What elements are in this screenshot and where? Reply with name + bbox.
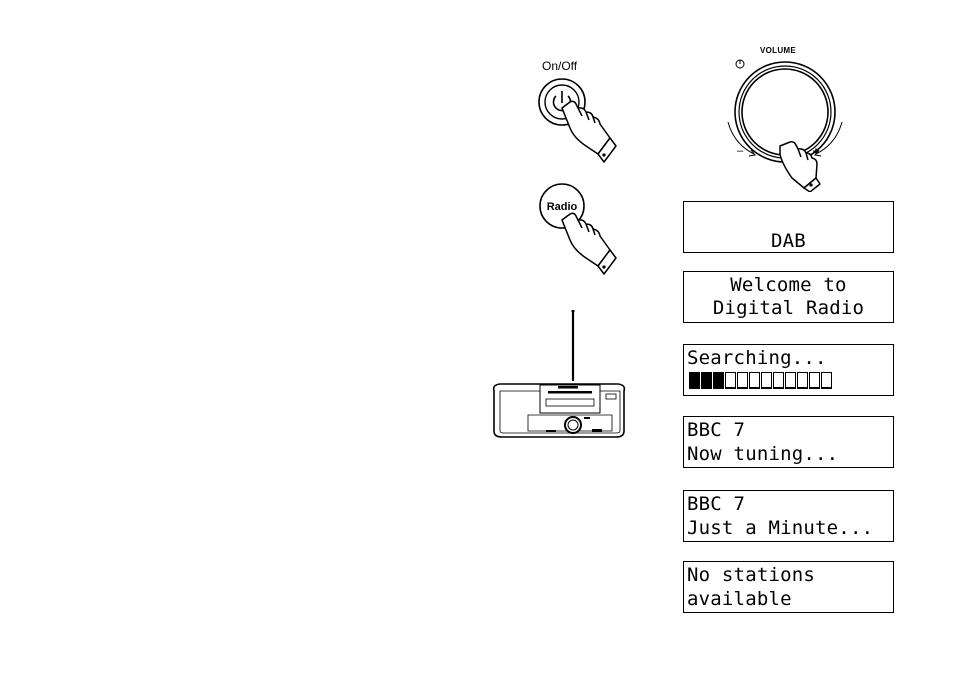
lcd-line-1: Welcome to — [687, 274, 890, 296]
search-progress-bar — [689, 372, 832, 389]
lcd-screen-no-stations: No stations available — [683, 561, 894, 613]
radio-button-label: Radio — [547, 201, 578, 213]
power-icon — [736, 60, 744, 68]
progress-cell-empty — [761, 372, 772, 389]
progress-cell-filled — [713, 372, 724, 389]
lcd-screen-just-a-minute: BBC 7 Just a Minute... — [683, 490, 894, 542]
lcd-line-2: available — [687, 588, 890, 610]
progress-cell-empty — [749, 372, 760, 389]
lcd-line-2: Just a Minute... — [687, 517, 890, 539]
lcd-line-1: BBC 7 — [687, 419, 890, 441]
progress-cell-empty — [821, 372, 832, 389]
radio-device-illustration — [488, 305, 630, 445]
progress-cell-filled — [689, 372, 700, 389]
on-off-label: On/Off — [542, 59, 577, 73]
progress-cell-filled — [701, 372, 712, 389]
on-off-button-illustration[interactable] — [530, 72, 630, 172]
lcd-line-1: BBC 7 — [687, 493, 890, 515]
volume-minus-label: – — [737, 145, 744, 157]
lcd-line-1: No stations — [687, 564, 890, 586]
lcd-screen-welcome: Welcome to Digital Radio — [683, 271, 894, 323]
lcd-screen-now-tuning: BBC 7 Now tuning... — [683, 416, 894, 468]
lcd-line-1: Searching... — [687, 347, 890, 369]
progress-cell-empty — [809, 372, 820, 389]
lcd-line-2: Digital Radio — [687, 297, 890, 319]
lcd-screen-dab: DAB — [683, 201, 894, 253]
lcd-line-2: Now tuning... — [687, 443, 890, 465]
progress-cell-empty — [737, 372, 748, 389]
antenna-icon — [572, 311, 575, 381]
pointing-hand-icon — [562, 101, 616, 162]
lcd-screen-searching: Searching... — [683, 344, 894, 396]
volume-knob-illustration[interactable]: – + — [720, 54, 850, 192]
radio-button-illustration[interactable]: Radio — [530, 180, 630, 280]
progress-cell-empty — [725, 372, 736, 389]
progress-cell-empty — [797, 372, 808, 389]
pointing-hand-icon — [562, 213, 616, 274]
volume-plus-label: + — [813, 146, 819, 158]
lcd-line-2: DAB — [687, 230, 890, 252]
progress-cell-empty — [773, 372, 784, 389]
progress-cell-empty — [785, 372, 796, 389]
